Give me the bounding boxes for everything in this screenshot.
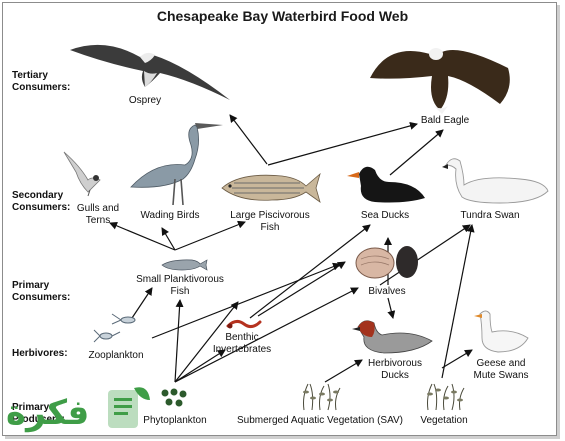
label-vegetation: Vegetation: [420, 415, 468, 426]
level-herbivores: Herbivores:: [12, 348, 68, 359]
label-osprey: Osprey: [128, 95, 162, 106]
piscivorous-fish-icon: [221, 172, 321, 203]
level-primary-consumers: Primary Consumers:: [12, 280, 71, 303]
watermark-logo: فكرة: [2, 380, 152, 441]
arrow-bivalves-to-herbivorous-ducks: [387, 297, 396, 319]
label-geese-mute-swans: Geese and Mute Swans: [473, 358, 529, 381]
heron-icon: [130, 123, 223, 206]
label-wading-birds: Wading Birds: [140, 210, 200, 221]
label-tundra-swan: Tundra Swan: [460, 210, 520, 221]
arrow-phyto-to-zooplankton: [174, 301, 239, 383]
level-primary-producers: Primary Producers:: [12, 402, 65, 425]
arrow-zooplankton-to-planktivore: [131, 287, 153, 319]
benthic-invertebrates-icon: [226, 319, 262, 329]
arrow-planktivore-to-wading: [161, 227, 176, 251]
arrow-phyto-to-benthic: [174, 349, 226, 383]
level-tertiary-consumers: Tertiary Consumers:: [12, 70, 71, 93]
arrow-planktivore-to-piscivore: [174, 220, 246, 251]
vegetation-icon: [427, 383, 465, 411]
arrow-sav-to-herbivorous-ducks: [324, 359, 363, 383]
arrow-zooplankton-to-bivalves: [151, 262, 341, 339]
arrow-veg-to-tundra: [441, 224, 475, 379]
arrow-veg-to-geese: [441, 349, 473, 369]
gull-tern-icon: [63, 151, 101, 197]
arrow-seaducks-to-bald-eagle: [389, 129, 444, 176]
diagram-title: Chesapeake Bay Waterbird Food Web: [156, 8, 409, 24]
osprey-icon: [70, 44, 230, 100]
label-herbivorous-ducks: Herbivorous Ducks: [368, 358, 422, 381]
level-secondary-consumers: Secondary Consumers:: [12, 190, 71, 213]
label-gulls-terns: Gulls and Terns: [76, 203, 120, 226]
herbivorous-duck-icon: [352, 320, 433, 354]
phytoplankton-icon: [161, 388, 187, 407]
arrow-planktivore-to-gulls: [109, 221, 176, 251]
watermark-logo-text: فكرة: [6, 393, 89, 433]
zooplankton-icon: [93, 313, 136, 343]
arrow-benthic-to-bivalves: [257, 261, 346, 317]
watermark-logo-graphic: فكرة: [6, 387, 150, 433]
arrow-bivalves-to-tundra: [379, 224, 471, 286]
geese-mute-swans-icon: [474, 310, 529, 353]
label-sav: Submerged Aquatic Vegetation (SAV): [236, 415, 404, 426]
arrow-fish-to-bald-eagle: [267, 122, 418, 166]
label-zooplankton: Zooplankton: [88, 350, 144, 361]
planktivorous-fish-icon: [161, 259, 208, 271]
sea-duck-icon: [347, 166, 425, 203]
label-benthic-invertebrates: Benthic Invertebrates: [212, 332, 272, 355]
sav-icon: [303, 383, 341, 411]
label-bivalves: Bivalves: [368, 286, 406, 297]
label-planktivorous-fish: Small Planktivorous Fish: [136, 274, 224, 297]
label-phytoplankton: Phytoplankton: [143, 415, 207, 426]
arrow-phyto-to-planktivore: [174, 299, 184, 383]
arrow-phyto-to-bivalves: [174, 287, 359, 383]
label-sea-ducks: Sea Ducks: [360, 210, 410, 221]
arrow-fish-to-osprey: [229, 114, 268, 165]
label-bald-eagle: Bald Eagle: [420, 115, 470, 126]
label-piscivorous-fish: Large Piscivorous Fish: [230, 210, 310, 233]
tundra-swan-icon: [442, 158, 549, 204]
bivalves-icon: [355, 246, 418, 279]
arrow-benthic-to-seaducks: [249, 224, 371, 319]
bald-eagle-icon: [370, 48, 510, 114]
